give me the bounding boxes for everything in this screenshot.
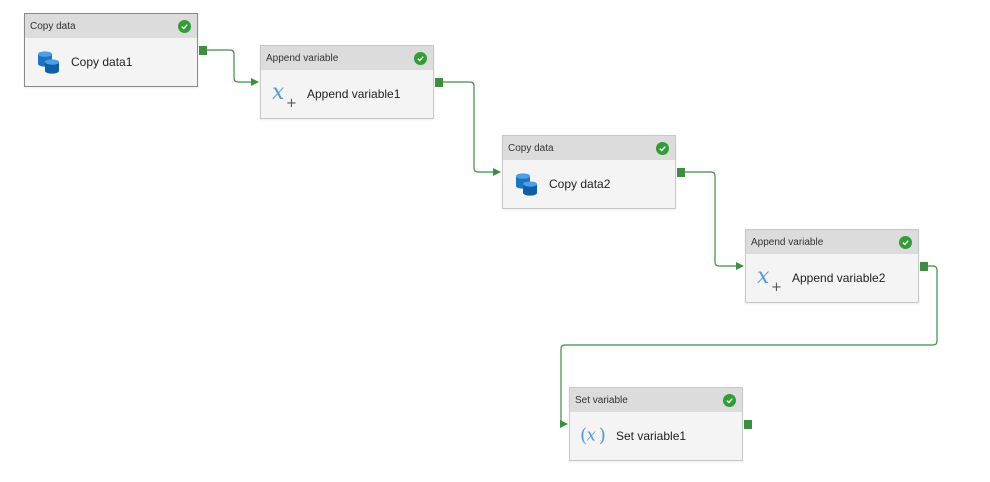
activity-name: Copy data1: [71, 55, 133, 69]
activity-copy-data2[interactable]: Copy data Copy data2: [502, 135, 676, 209]
activity-name: Append variable2: [792, 271, 886, 285]
success-check-icon: [723, 393, 736, 407]
database-icon: [35, 48, 63, 76]
svg-text:x: x: [757, 264, 770, 289]
success-check-icon: [656, 141, 669, 155]
activity-append-variable1[interactable]: Append variable x + Append variable1: [260, 45, 434, 119]
success-check-icon: [178, 19, 191, 33]
activity-body: ( x ) Set variable1: [570, 412, 742, 460]
output-port[interactable]: [677, 168, 685, 177]
append-variable-icon: x +: [756, 264, 784, 292]
svg-text:+: +: [771, 280, 782, 292]
activity-body: Copy data2: [503, 160, 675, 208]
activity-type-label: Append variable: [751, 236, 824, 248]
set-variable-icon: ( x ): [580, 422, 608, 450]
activity-body: x + Append variable1: [261, 70, 433, 118]
output-port[interactable]: [920, 262, 928, 271]
append-variable-icon: x +: [271, 80, 299, 108]
success-check-icon: [414, 51, 427, 65]
output-port[interactable]: [744, 420, 752, 429]
activity-name: Append variable1: [307, 87, 401, 101]
activity-body: x + Append variable2: [746, 254, 918, 302]
activity-name: Copy data2: [549, 177, 611, 191]
activity-copy-data1[interactable]: Copy data Copy data1: [24, 13, 198, 87]
activity-header: Append variable: [746, 230, 918, 254]
activity-type-label: Set variable: [575, 394, 628, 406]
svg-text:x: x: [587, 425, 597, 445]
activity-name: Set variable1: [616, 429, 687, 443]
svg-text:+: +: [286, 96, 297, 108]
activity-append-variable2[interactable]: Append variable x + Append variable2: [745, 229, 919, 303]
activity-type-label: Append variable: [266, 52, 339, 64]
activity-header: Set variable: [570, 388, 742, 412]
database-icon: [513, 170, 541, 198]
activity-set-variable1[interactable]: Set variable ( x ) Set variable1: [569, 387, 743, 461]
output-port[interactable]: [199, 46, 207, 55]
svg-text:): ): [599, 426, 606, 447]
activity-type-label: Copy data: [30, 20, 76, 32]
activity-type-label: Copy data: [508, 142, 554, 154]
connector-appendvariable1-copydata2[interactable]: [443, 81, 501, 176]
activity-header: Append variable: [261, 46, 433, 70]
svg-text:x: x: [272, 80, 285, 105]
connector-copydata2-appendvariable2[interactable]: [685, 171, 744, 270]
connector-copydata1-appendvariable1[interactable]: [207, 49, 259, 86]
success-check-icon: [899, 235, 912, 249]
activity-header: Copy data: [503, 136, 675, 160]
svg-text:(: (: [580, 426, 587, 447]
output-port[interactable]: [435, 78, 443, 87]
activity-body: Copy data1: [25, 38, 197, 86]
activity-header: Copy data: [25, 14, 197, 38]
